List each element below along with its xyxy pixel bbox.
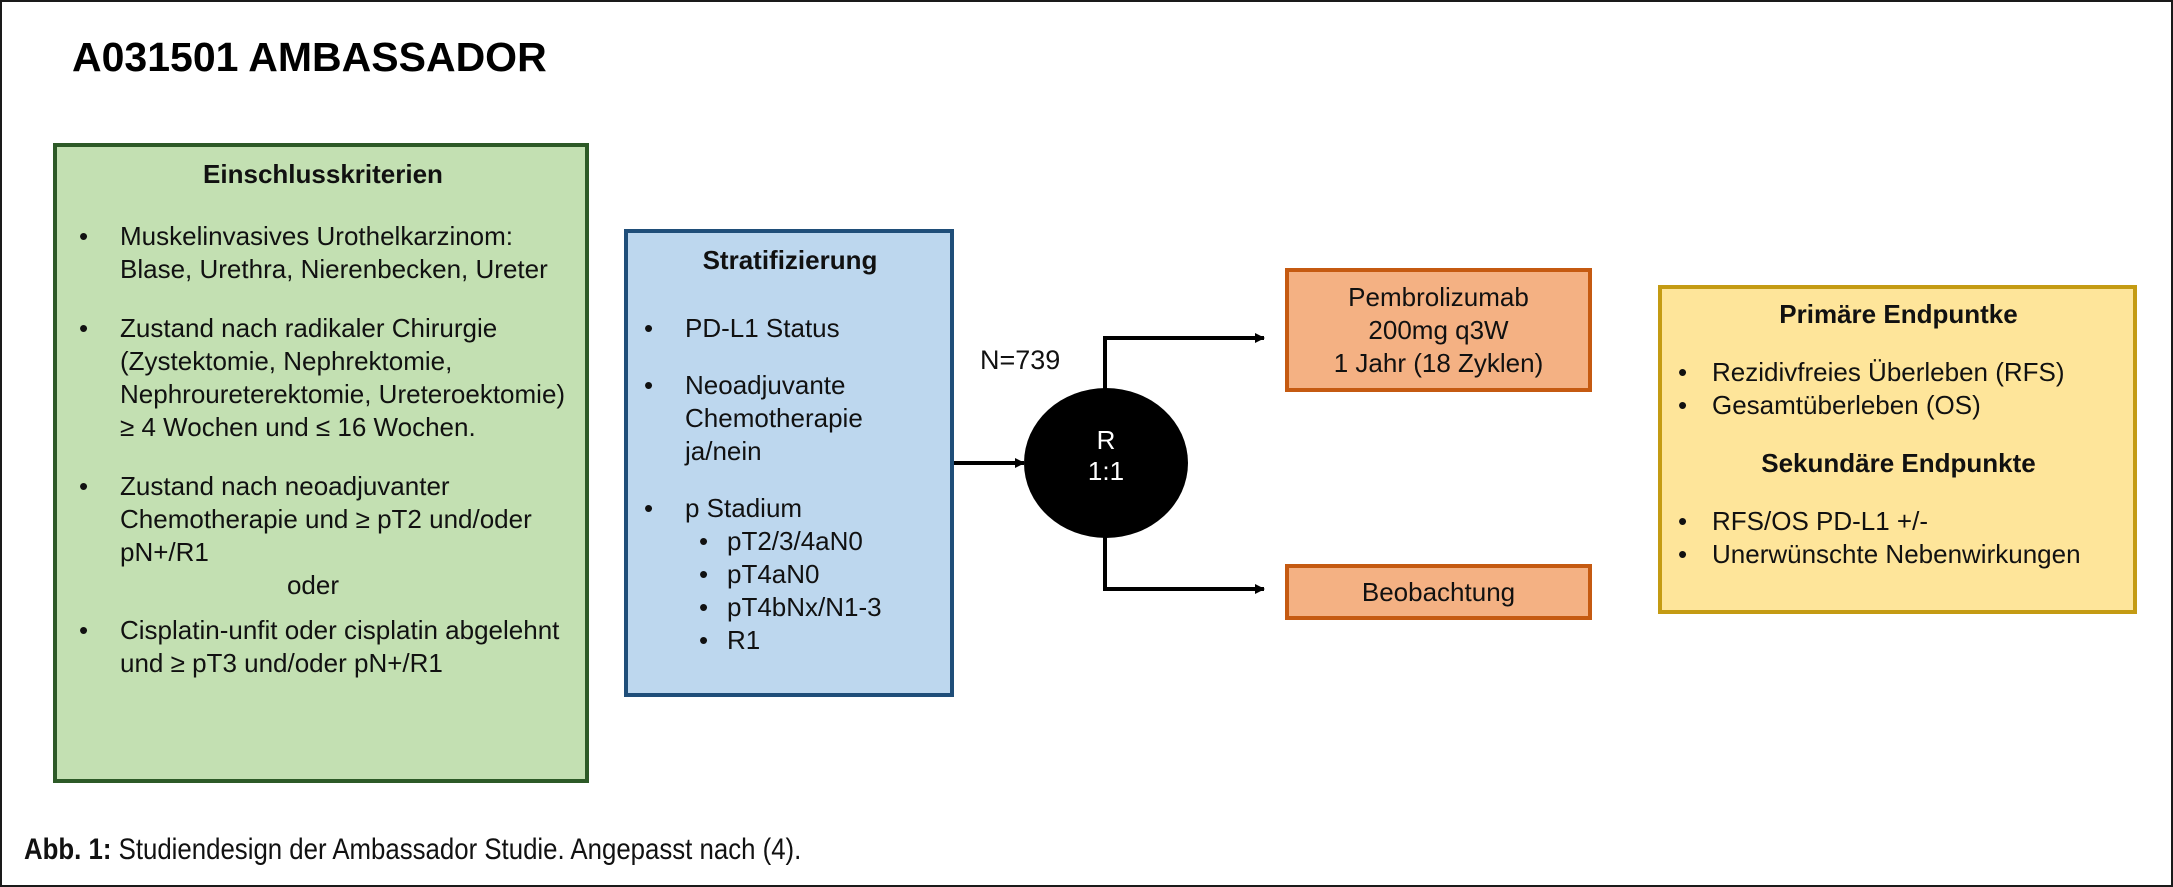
stratification-list: PD-L1 Status Neoadjuvante Chemotherapie …: [642, 312, 938, 525]
randomization-label: R 1:1: [1024, 425, 1188, 487]
inclusion-criterion: Zustand nach neoadjuvanter Chemotherapie…: [77, 470, 569, 569]
control-arm-box: Beobachtung: [1285, 564, 1592, 620]
inclusion-criteria-box: Einschlusskriterien Muskelinvasives Urot…: [53, 143, 589, 783]
inclusion-criterion: Muskelinvasives Urothelkarzinom: Blase, …: [77, 220, 569, 286]
primary-endpoint: Gesamtüberleben (OS): [1676, 389, 2121, 422]
treatment-drug: Pembrolizumab: [1348, 281, 1529, 312]
stratification-box: Stratifizierung PD-L1 Status Neoadjuvant…: [624, 229, 954, 697]
control-arm-label: Beobachtung: [1361, 576, 1516, 607]
stage-sublist: pT2/3/4aN0 pT4aN0 pT4bNx/N1-3 R1: [642, 525, 938, 657]
primary-endpoints-heading: Primäre Endpuntke: [1779, 299, 2018, 329]
inclusion-separator: oder: [286, 570, 340, 600]
randomization-symbol: R: [1096, 425, 1116, 455]
endpoints-box: Primäre Endpuntke Rezidivfreies Überlebe…: [1658, 285, 2137, 614]
inclusion-criteria-list-cont: Cisplatin-unfit oder cisplatin abgelehnt…: [77, 614, 569, 680]
caption-text: Studiendesign der Ambassador Studie. Ang…: [111, 833, 802, 866]
stage-subitem: pT2/3/4aN0: [699, 525, 938, 558]
secondary-endpoints-heading: Sekundäre Endpunkte: [1761, 448, 2036, 478]
inclusion-criteria-list: Muskelinvasives Urothelkarzinom: Blase, …: [77, 220, 569, 569]
stratification-factor: p Stadium: [642, 492, 938, 525]
inclusion-criterion: Cisplatin-unfit oder cisplatin abgelehnt…: [77, 614, 569, 680]
inclusion-criteria-heading: Einschlusskriterien: [203, 159, 443, 189]
stratification-factor-label: p Stadium: [685, 493, 803, 523]
stage-subitem: pT4bNx/N1-3: [699, 591, 938, 624]
stratification-factor: Neoadjuvante Chemotherapie ja/nein: [642, 369, 938, 468]
treatment-duration: 1 Jahr (18 Zyklen): [1333, 347, 1544, 378]
stage-subitem: pT4aN0: [699, 558, 938, 591]
primary-endpoint: Rezidivfreies Überleben (RFS): [1676, 356, 2121, 389]
inclusion-criterion: Zustand nach radikaler Chirurgie (Zystek…: [77, 312, 569, 444]
primary-endpoints-list: Rezidivfreies Überleben (RFS) Gesamtüber…: [1676, 356, 2121, 422]
secondary-endpoint: RFS/OS PD-L1 +/-: [1676, 505, 2121, 538]
stage-subitem: R1: [699, 624, 938, 657]
stratification-heading: Stratifizierung: [702, 245, 878, 275]
randomization-ratio: 1:1: [1087, 456, 1125, 486]
caption-label: Abb. 1:: [24, 833, 112, 866]
secondary-endpoint: Unerwünschte Nebenwirkungen: [1676, 538, 2121, 571]
secondary-endpoints-list: RFS/OS PD-L1 +/- Unerwünschte Nebenwirku…: [1676, 505, 2121, 571]
sample-size-label: N=739: [980, 345, 1061, 375]
stratification-factor: PD-L1 Status: [642, 312, 938, 345]
figure-caption: Abb. 1: Studiendesign der Ambassador Stu…: [24, 833, 801, 867]
treatment-dose: 200mg q3W: [1368, 314, 1509, 345]
figure-title: A031501 AMBASSADOR: [72, 34, 547, 80]
treatment-arm-box: Pembrolizumab 200mg q3W 1 Jahr (18 Zykle…: [1285, 268, 1592, 392]
